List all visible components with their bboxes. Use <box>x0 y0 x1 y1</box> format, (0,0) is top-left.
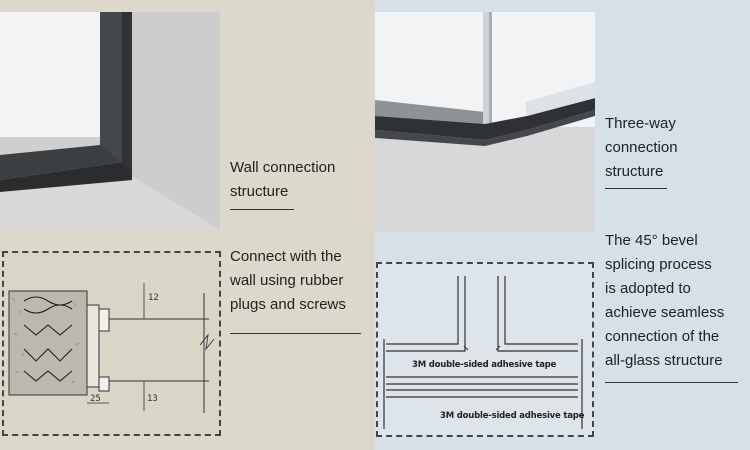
wall-connection-heading: Wall connection structure <box>230 159 336 200</box>
wall-connection-heading-underline <box>230 209 294 210</box>
bevel-splicing-description: The 45° bevel splicing process is adopte… <box>605 232 725 369</box>
adhesive-tape-label-top: 3M double-sided adhesive tape <box>412 360 557 370</box>
wall-connection-description: Connect with the wall using rubber plugs… <box>230 248 346 313</box>
dimension-label-top: 12 <box>148 293 159 303</box>
dimension-label-bottom-right: 13 <box>147 394 158 404</box>
wall-connection-drawing: 12 25 13 <box>2 251 221 436</box>
bevel-splicing-description-underline <box>605 382 738 383</box>
wall-connection-photo <box>0 12 220 230</box>
three-way-connection-heading: Three-way connection structure <box>605 115 678 180</box>
three-way-connection-drawing: 3M double-sided adhesive tape 3M double-… <box>376 262 594 437</box>
dimension-label-bottom-left: 25 <box>90 394 101 404</box>
three-way-connection-heading-underline <box>605 188 667 189</box>
wall-connection-description-underline <box>230 333 361 334</box>
three-way-connection-photo <box>375 12 595 232</box>
adhesive-tape-label-bottom: 3M double-sided adhesive tape <box>440 411 585 421</box>
